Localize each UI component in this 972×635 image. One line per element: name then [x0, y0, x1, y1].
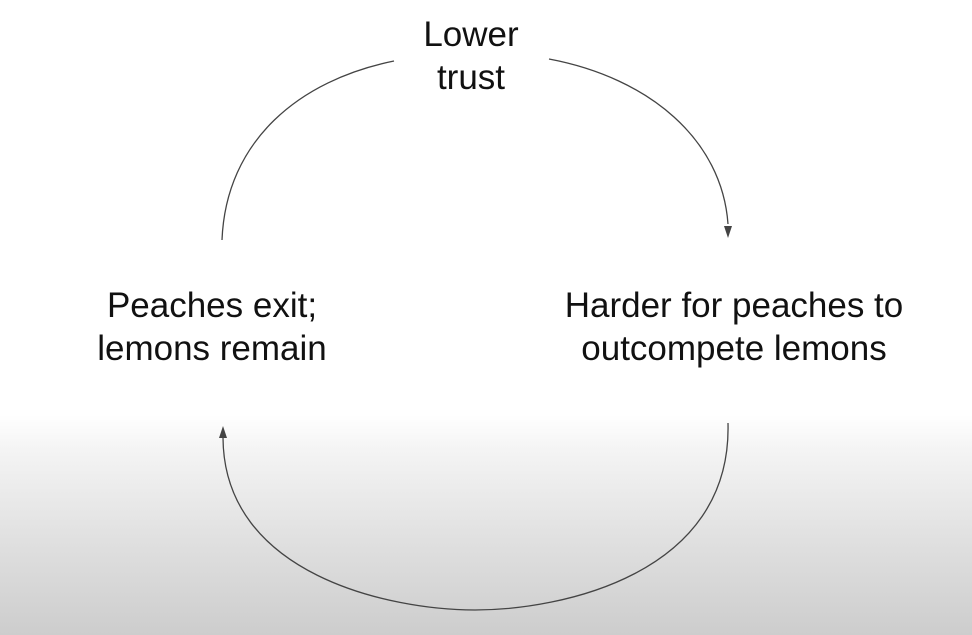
node-harder-line2: outcompete lemons [581, 329, 887, 368]
node-peaches-line1: Peaches exit; [106, 286, 318, 325]
arrow-top-to-right [548, 58, 729, 225]
arrowhead-right-node [724, 226, 732, 238]
node-peaches-line2: lemons remain [97, 329, 327, 368]
node-lower-trust-line2: trust [436, 58, 506, 97]
arrow-left-to-top [221, 60, 395, 241]
node-harder-line1: Harder for peaches to [564, 286, 904, 325]
arrow-right-to-left [222, 422, 729, 611]
node-lower-trust: Lower trust [386, 13, 556, 99]
node-harder-to-outcompete: Harder for peaches to outcompete lemons [524, 284, 944, 370]
arrowhead-left-node [219, 426, 227, 438]
node-peaches-exit: Peaches exit; lemons remain [44, 284, 380, 370]
node-lower-trust-line1: Lower [423, 15, 519, 54]
